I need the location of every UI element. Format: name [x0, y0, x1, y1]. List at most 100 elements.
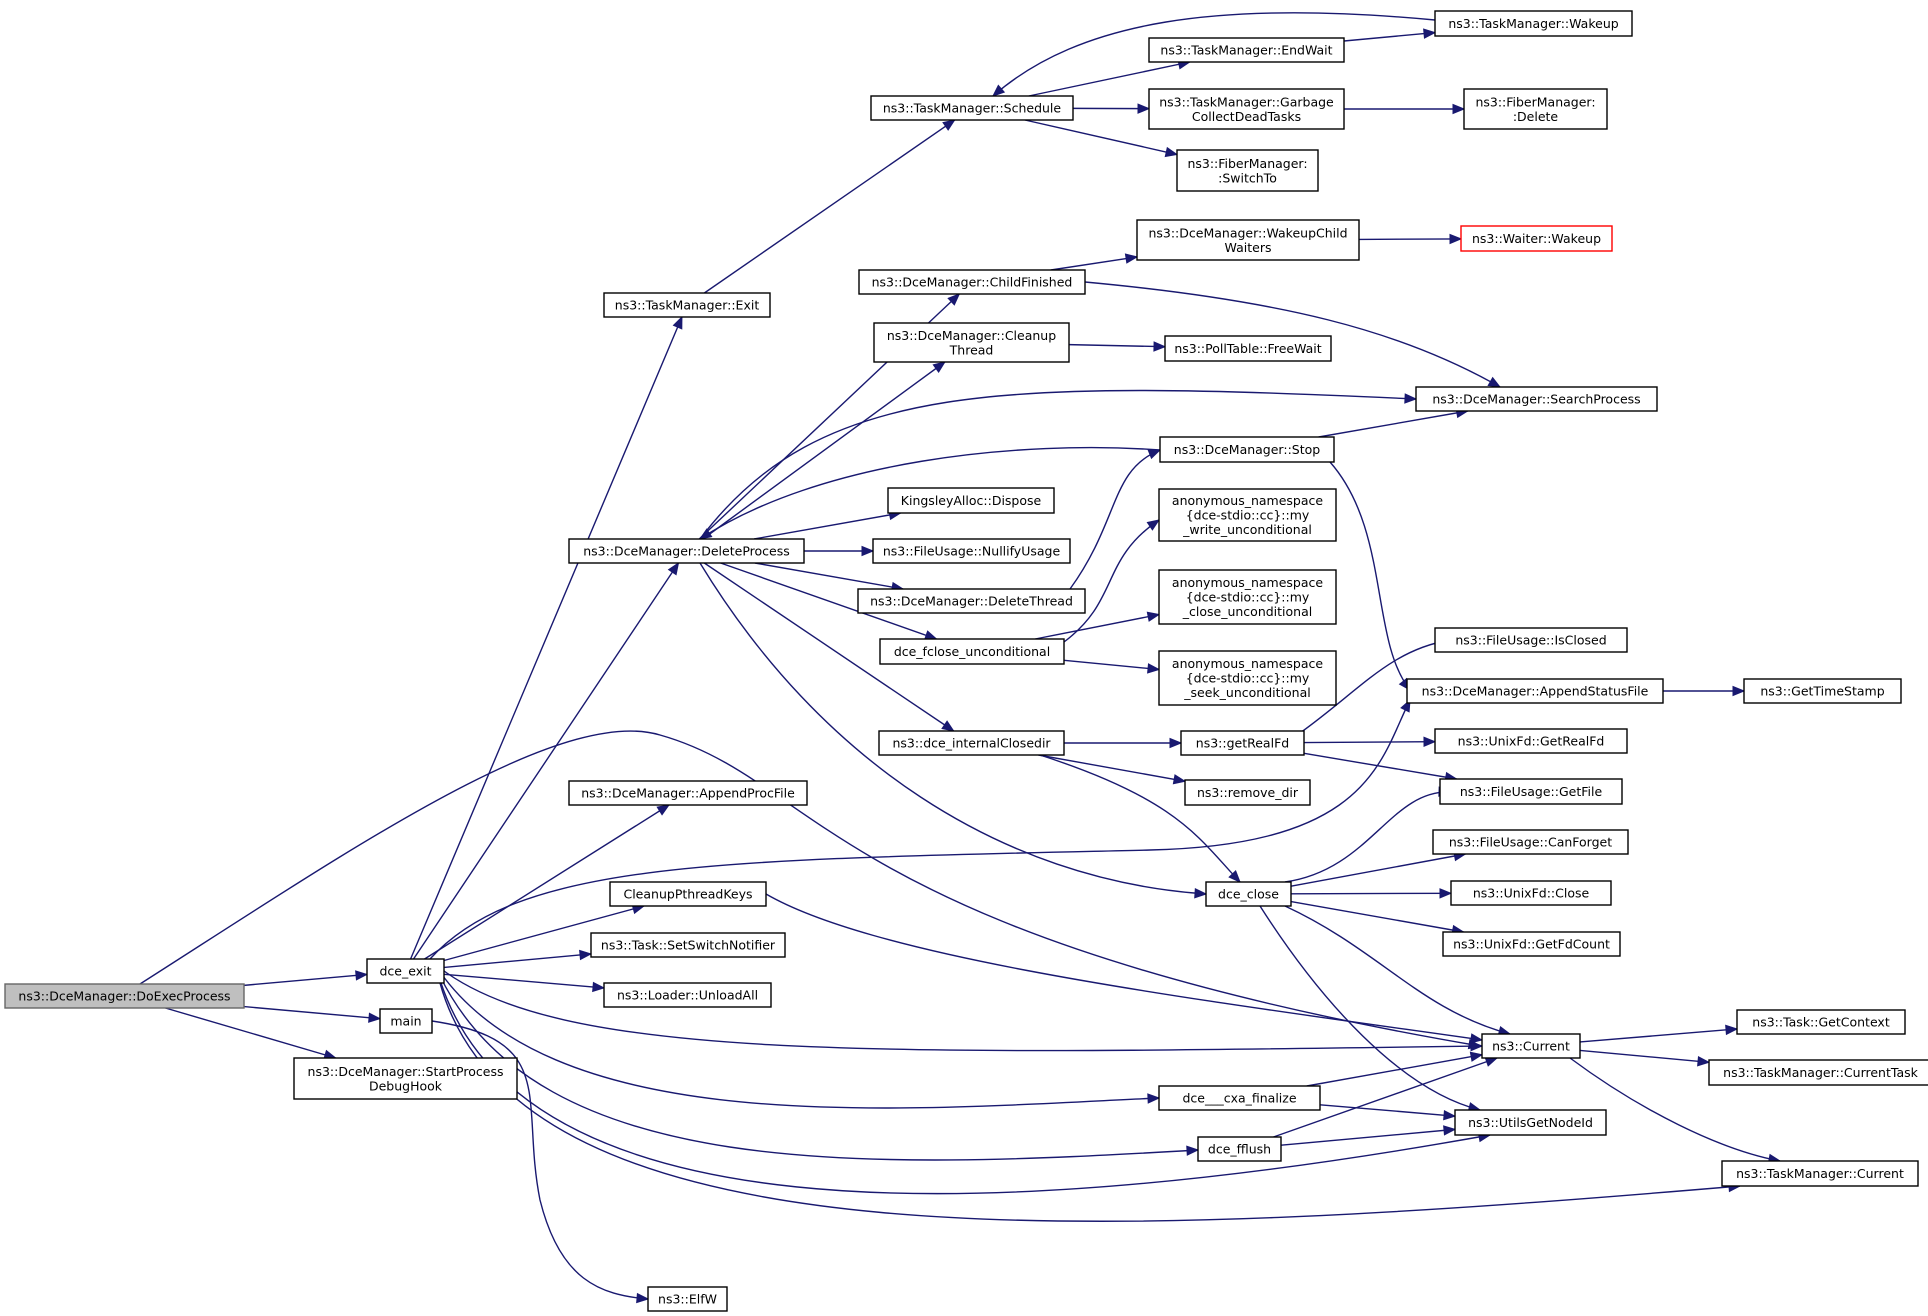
node-box-getrealfd[interactable] [1180, 730, 1305, 756]
node-dce_exit[interactable]: dce_exit [366, 958, 445, 984]
node-unix_close[interactable]: ns3::UnixFd::Close [1450, 880, 1612, 906]
node-cxa_finalize[interactable]: dce___cxa_finalize [1158, 1085, 1321, 1111]
node-box-elfw[interactable] [647, 1286, 728, 1312]
node-box-doexec[interactable] [4, 983, 245, 1009]
node-remove_dir[interactable]: ns3::remove_dir [1184, 779, 1311, 806]
node-unix_getrealfd[interactable]: ns3::UnixFd::GetRealFd [1434, 728, 1628, 754]
node-box-isclosed[interactable] [1434, 627, 1628, 653]
node-childfinished[interactable]: ns3::DceManager::ChildFinished [858, 269, 1086, 295]
node-box-my_write[interactable] [1158, 488, 1337, 542]
node-fm_delete[interactable]: ns3::FiberManager::Delete [1463, 88, 1608, 130]
node-box-unix_close[interactable] [1450, 880, 1612, 906]
node-unloadall[interactable]: ns3::Loader::UnloadAll [603, 982, 772, 1008]
node-cleanuppthread[interactable]: CleanupPthreadKeys [609, 881, 767, 907]
node-box-tm_current[interactable] [1721, 1160, 1919, 1187]
node-getfile[interactable]: ns3::FileUsage::GetFile [1439, 778, 1623, 805]
node-fm_switchto[interactable]: ns3::FiberManager::SwitchTo [1176, 149, 1319, 192]
node-box-endwait[interactable] [1148, 37, 1345, 63]
node-setswitch[interactable]: ns3::Task::SetSwitchNotifier [590, 932, 786, 958]
node-box-unix_getrealfd[interactable] [1434, 728, 1628, 754]
node-searchprocess[interactable]: ns3::DceManager::SearchProcess [1415, 386, 1658, 412]
node-box-searchprocess[interactable] [1415, 386, 1658, 412]
node-deleteprocess[interactable]: ns3::DceManager::DeleteProcess [568, 538, 805, 564]
node-box-getfile[interactable] [1439, 778, 1623, 805]
node-my_seek[interactable]: anonymous_namespace{dce-stdio::cc}::my_s… [1158, 650, 1337, 706]
node-box-startdebug[interactable] [293, 1057, 518, 1100]
node-gettimestamp[interactable]: ns3::GetTimeStamp [1743, 678, 1902, 704]
node-box-cxa_finalize[interactable] [1158, 1085, 1321, 1111]
node-box-appendproc[interactable] [568, 780, 808, 806]
node-box-getcontext[interactable] [1736, 1009, 1906, 1035]
node-fclose_unc[interactable]: dce_fclose_unconditional [879, 638, 1065, 665]
node-box-remove_dir[interactable] [1184, 779, 1311, 806]
node-my_close[interactable]: anonymous_namespace{dce-stdio::cc}::my_c… [1158, 569, 1337, 625]
node-fflush[interactable]: dce_fflush [1197, 1136, 1282, 1162]
node-box-main[interactable] [379, 1008, 433, 1034]
node-box-nullify[interactable] [872, 538, 1071, 564]
node-box-canforget[interactable] [1432, 829, 1629, 855]
node-tm_current[interactable]: ns3::TaskManager::Current [1721, 1160, 1919, 1187]
node-box-current[interactable] [1481, 1033, 1581, 1059]
node-my_write[interactable]: anonymous_namespace{dce-stdio::cc}::my_w… [1158, 488, 1337, 542]
node-box-childfinished[interactable] [858, 269, 1086, 295]
node-box-deleteprocess[interactable] [568, 538, 805, 564]
node-box-waiter_wakeup[interactable] [1460, 225, 1613, 252]
node-elfw[interactable]: ns3::ElfW [647, 1286, 728, 1312]
node-closedir[interactable]: ns3::dce_internalClosedir [878, 730, 1065, 756]
node-box-unloadall[interactable] [603, 982, 772, 1008]
node-current[interactable]: ns3::Current [1481, 1033, 1581, 1059]
node-box-closedir[interactable] [878, 730, 1065, 756]
node-appendstatus[interactable]: ns3::DceManager::AppendStatusFile [1406, 678, 1664, 704]
node-box-my_close[interactable] [1158, 569, 1337, 625]
node-deletethread[interactable]: ns3::DceManager::DeleteThread [857, 588, 1086, 614]
node-currenttask[interactable]: ns3::TaskManager::CurrentTask [1708, 1059, 1928, 1086]
node-isclosed[interactable]: ns3::FileUsage::IsClosed [1434, 627, 1628, 653]
node-box-getfdcount[interactable] [1442, 931, 1621, 957]
node-getrealfd[interactable]: ns3::getRealFd [1180, 730, 1305, 756]
node-box-cleanuppthread[interactable] [609, 881, 767, 907]
node-box-fflush[interactable] [1197, 1136, 1282, 1162]
node-doexec[interactable]: ns3::DceManager::DoExecProcess [4, 983, 245, 1009]
node-box-fclose_unc[interactable] [879, 638, 1065, 665]
node-box-currenttask[interactable] [1708, 1059, 1928, 1086]
node-freewait[interactable]: ns3::PollTable::FreeWait [1164, 335, 1332, 362]
node-getcontext[interactable]: ns3::Task::GetContext [1736, 1009, 1906, 1035]
node-canforget[interactable]: ns3::FileUsage::CanForget [1432, 829, 1629, 855]
node-box-stop[interactable] [1159, 436, 1335, 463]
node-box-dce_exit[interactable] [366, 958, 445, 984]
node-box-my_seek[interactable] [1158, 650, 1337, 706]
node-box-setswitch[interactable] [590, 932, 786, 958]
node-tm_exit[interactable]: ns3::TaskManager::Exit [603, 292, 771, 318]
node-getnodeid[interactable]: ns3::UtilsGetNodeId [1454, 1109, 1607, 1136]
node-waiter_wakeup[interactable]: ns3::Waiter::Wakeup [1460, 225, 1613, 252]
node-box-dce_close[interactable] [1205, 881, 1292, 907]
node-box-fm_switchto[interactable] [1176, 149, 1319, 192]
node-schedule[interactable]: ns3::TaskManager::Schedule [870, 95, 1074, 121]
node-tm_wakeup[interactable]: ns3::TaskManager::Wakeup [1434, 10, 1633, 37]
node-box-cleanupthread[interactable] [873, 322, 1070, 363]
node-box-garbage[interactable] [1148, 88, 1345, 130]
node-box-deletethread[interactable] [857, 588, 1086, 614]
node-nullify[interactable]: ns3::FileUsage::NullifyUsage [872, 538, 1071, 564]
node-box-kingsley[interactable] [887, 487, 1055, 514]
node-main[interactable]: main [379, 1008, 433, 1034]
node-getfdcount[interactable]: ns3::UnixFd::GetFdCount [1442, 931, 1621, 957]
node-box-tm_exit[interactable] [603, 292, 771, 318]
node-dce_close[interactable]: dce_close [1205, 881, 1292, 907]
node-endwait[interactable]: ns3::TaskManager::EndWait [1148, 37, 1345, 63]
node-stop[interactable]: ns3::DceManager::Stop [1159, 436, 1335, 463]
node-kingsley[interactable]: KingsleyAlloc::Dispose [887, 487, 1055, 514]
node-box-wakeupchild[interactable] [1136, 219, 1360, 261]
node-box-getnodeid[interactable] [1454, 1109, 1607, 1136]
node-box-appendstatus[interactable] [1406, 678, 1664, 704]
node-garbage[interactable]: ns3::TaskManager::GarbageCollectDeadTask… [1148, 88, 1345, 130]
node-box-gettimestamp[interactable] [1743, 678, 1902, 704]
node-appendproc[interactable]: ns3::DceManager::AppendProcFile [568, 780, 808, 806]
node-box-schedule[interactable] [870, 95, 1074, 121]
node-box-fm_delete[interactable] [1463, 88, 1608, 130]
node-box-freewait[interactable] [1164, 335, 1332, 362]
node-box-tm_wakeup[interactable] [1434, 10, 1633, 37]
